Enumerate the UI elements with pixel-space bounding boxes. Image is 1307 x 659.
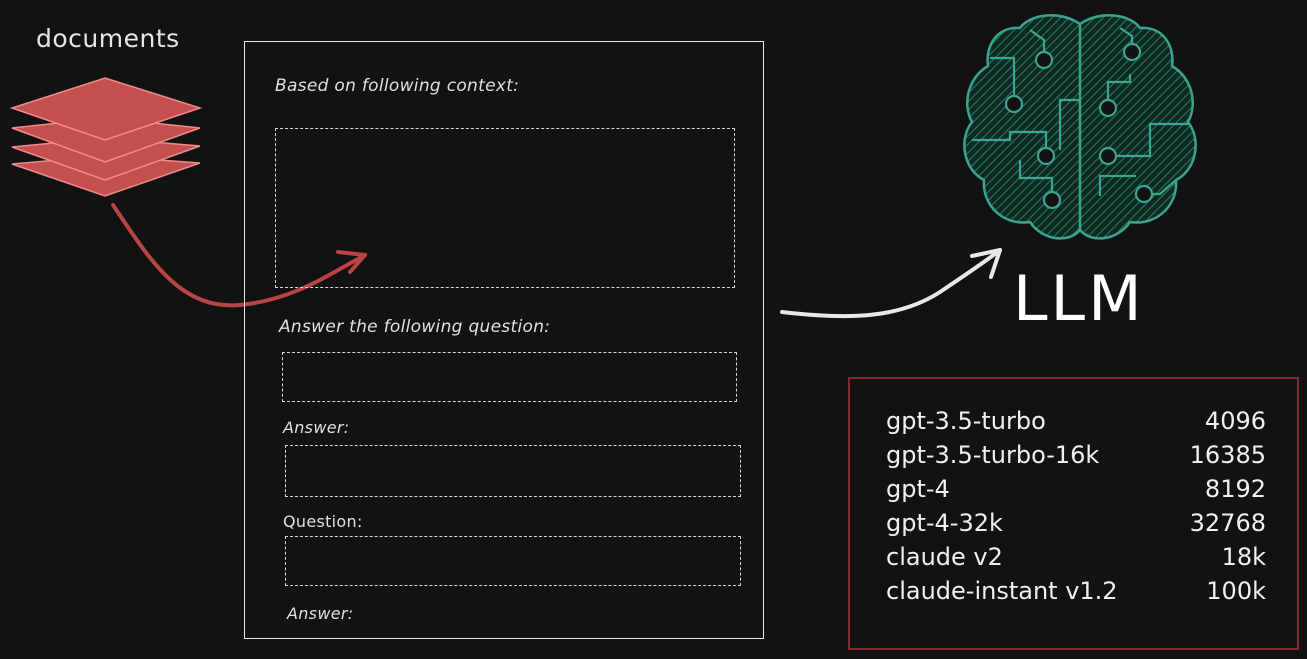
model-row: claude v2 18k	[886, 543, 1266, 577]
model-name: gpt-3.5-turbo	[886, 407, 1046, 435]
model-row: gpt-3.5-turbo-16k 16385	[886, 441, 1266, 475]
question-label: Question:	[283, 512, 363, 531]
answer-placeholder-box	[285, 445, 741, 497]
model-name: claude-instant v1.2	[886, 577, 1118, 605]
model-row: gpt-4-32k 32768	[886, 509, 1266, 543]
prompt-to-llm-arrow	[780, 248, 1002, 319]
context-intro-text: Based on following context:	[275, 76, 520, 96]
question-intro-text: Answer the following question:	[279, 317, 551, 337]
model-row: claude-instant v1.2 100k	[886, 577, 1266, 611]
model-name: gpt-4-32k	[886, 509, 1003, 537]
document-layer-1	[9, 77, 203, 141]
model-context-size: 16385	[1189, 441, 1266, 469]
documents-label: documents	[36, 24, 180, 53]
model-name: gpt-3.5-turbo-16k	[886, 441, 1100, 469]
documents-to-context-arrow	[111, 203, 367, 308]
model-name: claude v2	[886, 543, 1003, 571]
question-placeholder-box	[282, 352, 737, 402]
context-placeholder-box	[275, 128, 735, 288]
model-row: gpt-3.5-turbo 4096	[886, 407, 1266, 441]
answer-label-2: Answer:	[287, 604, 354, 623]
model-row: gpt-4 8192	[886, 475, 1266, 509]
documents-stack-icon	[9, 77, 203, 197]
followup-question-placeholder-box	[285, 536, 741, 586]
model-name: gpt-4	[886, 475, 950, 503]
model-context-size: 32768	[1189, 509, 1266, 537]
model-context-size: 4096	[1204, 407, 1266, 435]
answer-label-1: Answer:	[283, 418, 350, 437]
model-context-size: 100k	[1206, 577, 1266, 605]
model-context-size: 18k	[1221, 543, 1266, 571]
llm-label: LLM	[1013, 262, 1145, 335]
model-context-size: 8192	[1204, 475, 1266, 503]
model-context-table: gpt-3.5-turbo 4096 gpt-3.5-turbo-16k 163…	[848, 377, 1299, 650]
brain-icon	[963, 14, 1197, 240]
prompt-template-card: Based on following context: Answer the f…	[244, 41, 764, 639]
